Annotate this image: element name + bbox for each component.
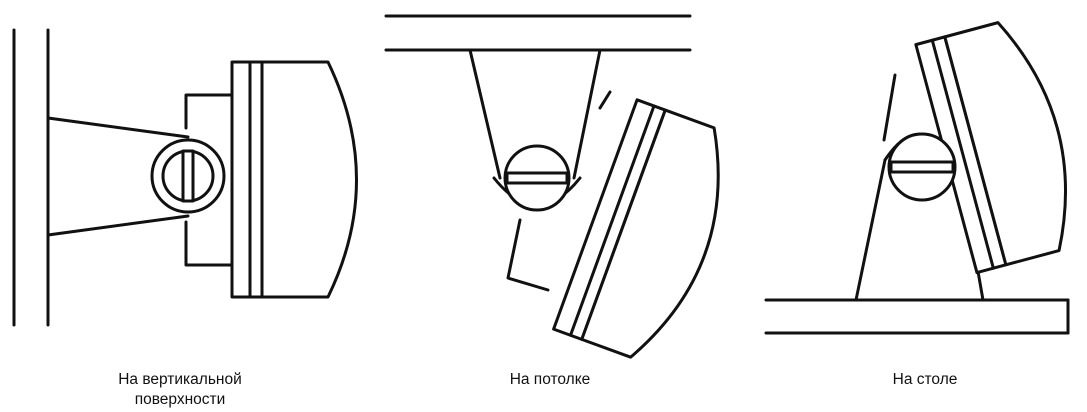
wall-screw-slot bbox=[181, 149, 195, 203]
wall-detector-base bbox=[230, 60, 264, 299]
table-detector-dome bbox=[943, 21, 1068, 267]
ceiling-mount-drawing bbox=[384, 14, 720, 359]
wall-back-plate bbox=[184, 93, 234, 267]
wall-mount-drawing bbox=[12, 28, 358, 327]
table-mount-drawing bbox=[764, 21, 1070, 335]
table-screw-slot bbox=[889, 160, 955, 174]
ceiling-detector-inner-line bbox=[569, 104, 656, 337]
ceiling-detector-dome bbox=[580, 108, 720, 359]
ceiling-back-plate bbox=[506, 90, 612, 292]
wall-bracket-arm bbox=[46, 116, 190, 237]
wall-detector-dome bbox=[260, 60, 358, 299]
ceiling-bracket-arm bbox=[468, 48, 602, 180]
caption-ceiling-mount: На потолке bbox=[509, 371, 591, 388]
caption-table-mount: На столе bbox=[892, 371, 958, 388]
caption-wall-mount: На вертикальной поверхности bbox=[118, 371, 242, 408]
table-detector-inner-line bbox=[930, 38, 995, 270]
ceiling-screw-slot bbox=[505, 171, 569, 185]
